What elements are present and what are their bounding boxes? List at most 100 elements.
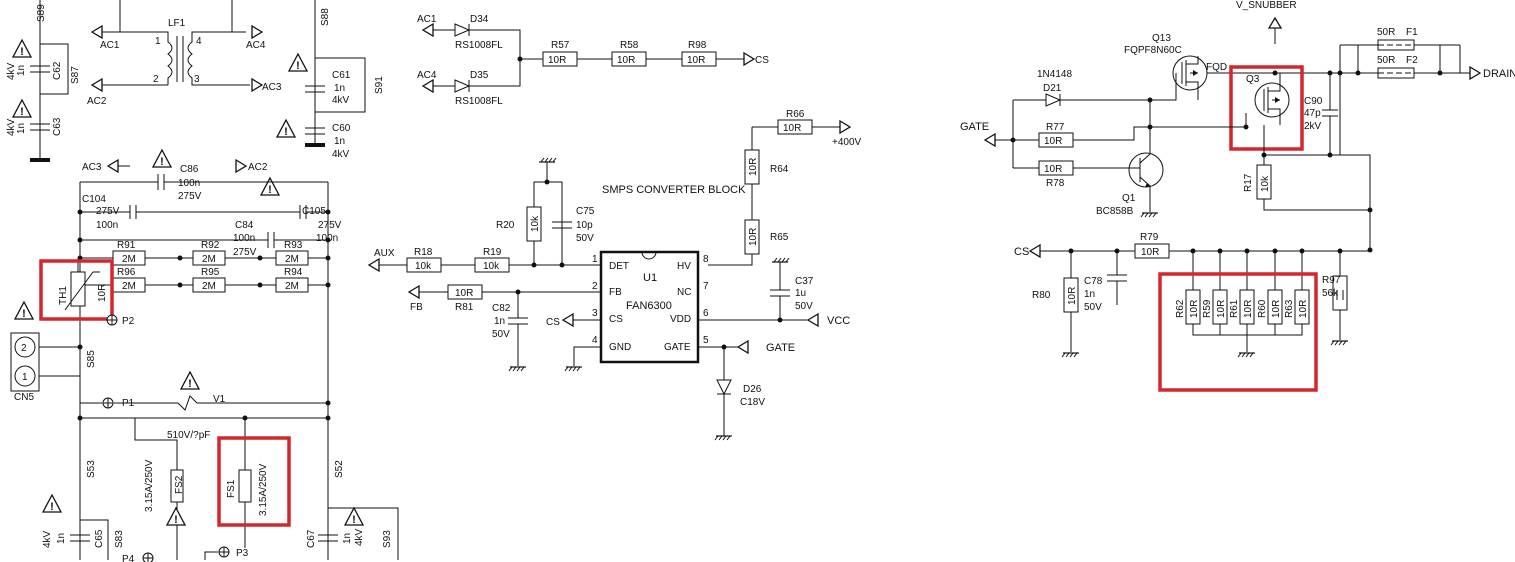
svg-text:4kV: 4kV: [42, 530, 53, 548]
net-label: GATE: [960, 121, 989, 133]
net-label: AUX: [374, 248, 395, 259]
net-arrow: [743, 52, 755, 66]
net-arrow: [422, 23, 434, 37]
highlight-box-FS1: [217, 436, 291, 527]
svg-text:2kV: 2kV: [1304, 121, 1322, 132]
svg-text:R97: R97: [1322, 275, 1341, 286]
svg-text:R20: R20: [496, 220, 515, 231]
net-arrow: [251, 25, 263, 39]
controller-section: AC1 D34 RS1008FL AC4 D35 RS1008FL 10RR57…: [368, 14, 862, 441]
svg-text:3.15A/250V: 3.15A/250V: [144, 459, 155, 512]
svg-text:C104: C104: [82, 194, 106, 205]
svg-text:R81: R81: [455, 302, 474, 313]
svg-text:Q13: Q13: [1152, 33, 1171, 44]
block-title: SMPS CONVERTER BLOCK: [602, 184, 746, 196]
svg-text:CS: CS: [609, 314, 623, 325]
svg-text:510V/?pF: 510V/?pF: [167, 430, 210, 441]
net-arrow: [562, 313, 574, 327]
svg-text:1n: 1n: [16, 123, 27, 134]
svg-text:47p: 47p: [1304, 108, 1321, 119]
svg-text:1n: 1n: [342, 533, 353, 544]
net-arrow: [737, 340, 749, 354]
svg-text:1N4148: 1N4148: [1037, 69, 1072, 80]
net-label: V_SNUBBER: [1236, 0, 1297, 11]
svg-text:C61: C61: [332, 70, 351, 81]
svg-text:3: 3: [194, 74, 200, 85]
svg-text:50V: 50V: [795, 301, 813, 312]
svg-text:R77: R77: [1046, 122, 1065, 133]
net-label: GATE: [766, 342, 795, 354]
thermistor-TH1: TH1 10R: [58, 258, 108, 311]
net-arrow: [91, 25, 103, 39]
svg-text:10R: 10R: [783, 123, 801, 134]
svg-text:C63: C63: [52, 117, 63, 136]
svg-text:4kV: 4kV: [6, 62, 17, 80]
net-arrow: [107, 159, 119, 173]
net-arrow: [235, 159, 247, 173]
svg-text:4kV: 4kV: [332, 149, 350, 160]
svg-text:7: 7: [703, 281, 709, 292]
net-arrow: [1469, 66, 1481, 80]
svg-text:R17: R17: [1243, 173, 1254, 192]
svg-text:R59: R59: [1202, 299, 1213, 318]
svg-text:R57: R57: [551, 40, 570, 51]
svg-text:10R: 10R: [1141, 247, 1159, 258]
ground-icon: [508, 366, 527, 372]
svg-text:C105: C105: [302, 206, 326, 217]
svg-text:S52: S52: [334, 460, 345, 478]
svg-text:D26: D26: [743, 384, 762, 395]
svg-text:C75: C75: [576, 206, 595, 217]
svg-text:S53: S53: [86, 460, 97, 478]
ground-icon: [1140, 212, 1159, 218]
svg-text:RS1008FL: RS1008FL: [455, 40, 503, 51]
svg-text:10R: 10R: [748, 158, 759, 176]
svg-text:C62: C62: [52, 61, 63, 80]
net-arrow: [984, 133, 996, 147]
svg-text:1: 1: [592, 254, 598, 265]
svg-text:10R: 10R: [1271, 300, 1282, 318]
spark-gap-icon: [106, 314, 118, 326]
svg-text:D34: D34: [470, 14, 489, 25]
svg-text:C82: C82: [492, 303, 511, 314]
svg-text:2M: 2M: [202, 254, 216, 265]
svg-text:2: 2: [21, 343, 27, 354]
highlight-box-TH1: [39, 259, 114, 321]
svg-text:100n: 100n: [178, 178, 200, 189]
svg-text:S87: S87: [70, 66, 81, 84]
net-arrow: [91, 78, 103, 92]
warning-icon: [276, 119, 296, 139]
net-label: AC3: [262, 82, 282, 93]
svg-text:P3: P3: [236, 548, 249, 559]
net-arrow: [1029, 244, 1041, 258]
fuse-FS1: [238, 469, 252, 503]
svg-text:Q3: Q3: [1246, 74, 1260, 85]
svg-text:10R: 10R: [1044, 136, 1062, 147]
svg-text:275V: 275V: [233, 247, 257, 258]
svg-text:R92: R92: [201, 240, 220, 251]
svg-text:1u: 1u: [795, 288, 806, 299]
svg-text:275V: 275V: [178, 191, 202, 202]
spark-gap-label: S89: [36, 4, 47, 22]
ground-icon: [538, 157, 557, 163]
transistor-Q1: Q1 BC858B: [1096, 146, 1164, 218]
ground-icon: [564, 366, 583, 372]
svg-text:R91: R91: [117, 240, 136, 251]
mosfet-Q3: FQD Q3: [1206, 62, 1290, 125]
net-arrow: [408, 285, 420, 299]
svg-text:F1: F1: [1406, 27, 1418, 38]
svg-text:U1: U1: [643, 272, 657, 284]
svg-text:S93: S93: [382, 530, 393, 548]
svg-text:50R: 50R: [1377, 55, 1395, 66]
svg-text:NC: NC: [677, 287, 691, 298]
